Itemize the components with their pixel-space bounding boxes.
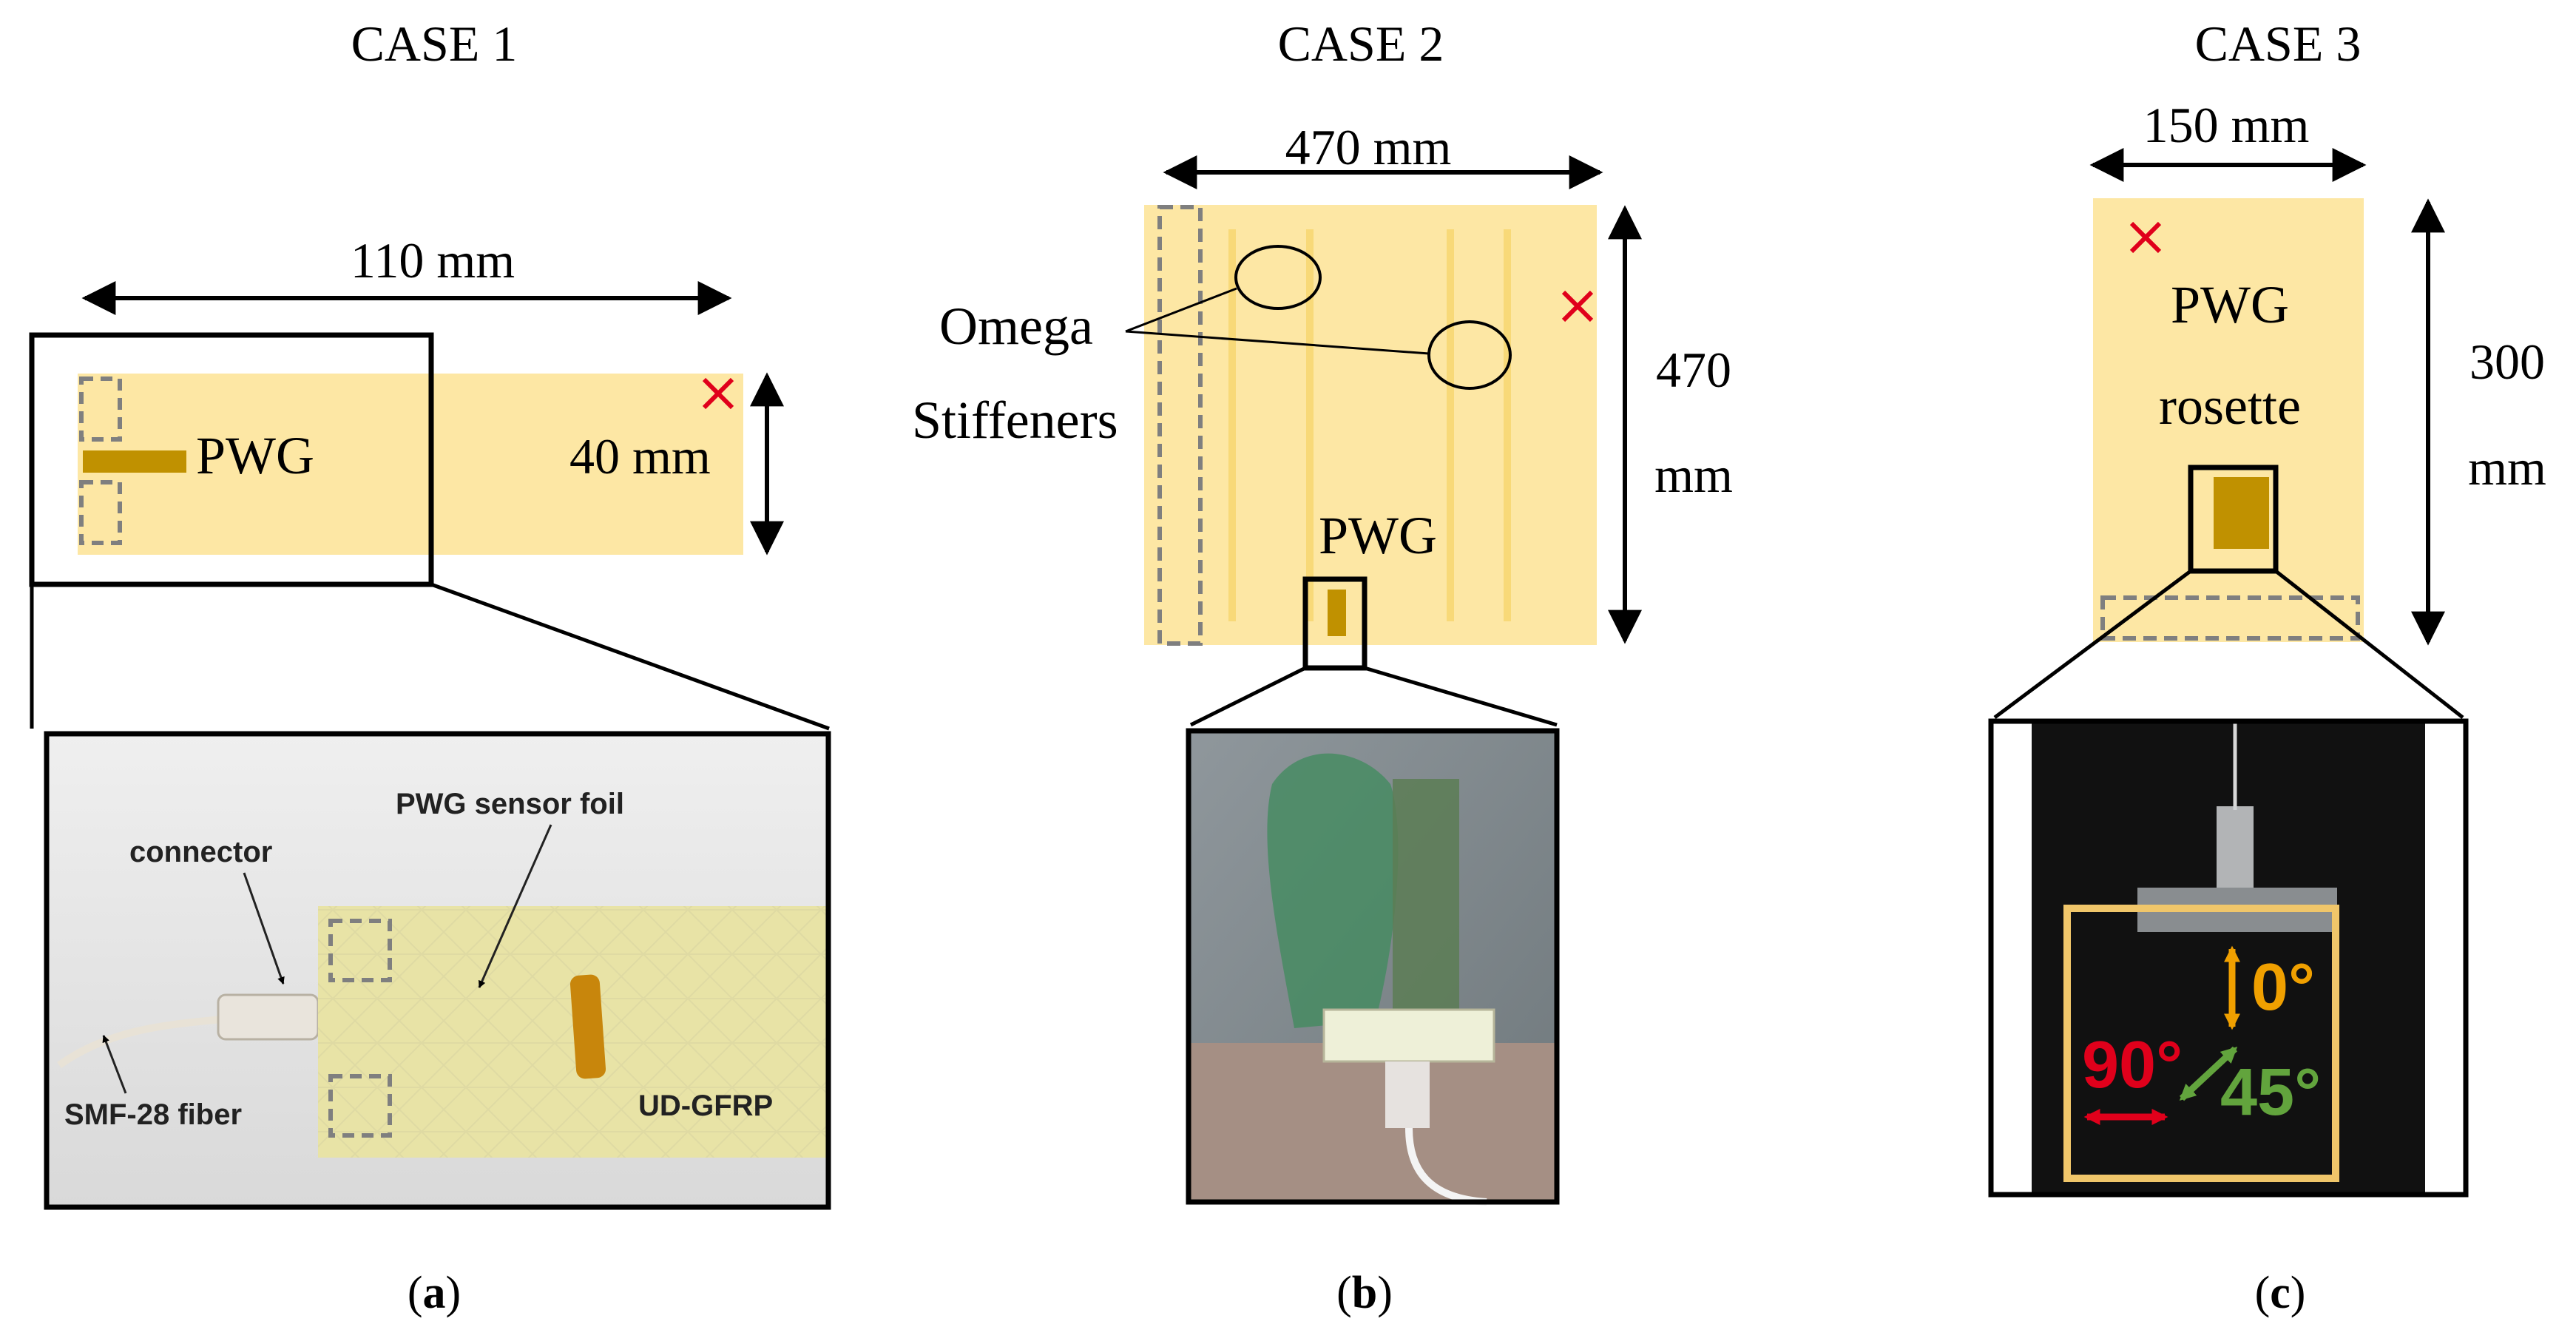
case1-photo-frame xyxy=(44,731,831,1210)
case3-arrow-45deg xyxy=(2179,1046,2238,1101)
case2-stiffener-1 xyxy=(1228,229,1236,621)
case1-connector-label: connector xyxy=(129,836,272,868)
case1-caption: (a) xyxy=(408,1268,461,1318)
case2-height-value: 470 xyxy=(1656,342,1731,398)
case1-photo-clamp-top xyxy=(328,919,392,982)
case2-photo-connector xyxy=(1322,1008,1495,1063)
case1-title: CASE 1 xyxy=(351,16,518,72)
case3-laminate xyxy=(2093,198,2364,642)
case2-photo-plug xyxy=(1385,1061,1430,1128)
case2-zoom-line-right xyxy=(1364,666,1558,727)
case3-clamp xyxy=(2100,595,2360,641)
case2-photo-board xyxy=(1189,1043,1557,1202)
case2-zoom-line-left xyxy=(1189,666,1307,727)
case2-title: CASE 2 xyxy=(1278,16,1444,72)
case2-stiffeners-label: Stiffeners xyxy=(912,391,1118,450)
case2-omega-ellipse-2 xyxy=(1427,320,1512,390)
case2-photo-green-paint xyxy=(1267,753,1399,1028)
case2-width-label: 470 mm xyxy=(1285,119,1452,175)
case2-stiffener-2 xyxy=(1306,229,1314,621)
case1-width-label: 110 mm xyxy=(351,232,515,288)
case2-stiffener-3 xyxy=(1447,229,1454,621)
case3-caption: (c) xyxy=(2255,1268,2306,1318)
case2-photo-sensor-strip xyxy=(1393,779,1459,1030)
case3-height-value: 300 xyxy=(2469,334,2545,390)
case3-height-unit: mm xyxy=(2468,439,2546,496)
case1-photo-connector xyxy=(217,993,320,1041)
case3-cross-icon xyxy=(2129,221,2162,254)
case2-photo-frame xyxy=(1186,728,1560,1205)
case1-zoom-line-right xyxy=(430,582,830,731)
case3-photo-frame xyxy=(1988,718,2469,1198)
case1-height-label: 40 mm xyxy=(569,428,711,484)
case1-photo: connector PWG sensor foil SMF-28 fiber U… xyxy=(47,734,828,1207)
case2-caption: (b) xyxy=(1336,1268,1393,1318)
case3-pwg-label: PWG xyxy=(2171,275,2289,334)
case1-fiber-label: SMF-28 fiber xyxy=(64,1098,242,1131)
case1-cross-icon xyxy=(702,377,734,410)
case3-pwg-box xyxy=(2188,465,2279,574)
case3-photo-connector xyxy=(2217,806,2254,888)
case2-omega-ellipse-1 xyxy=(1234,245,1322,310)
case3-pwg-sensor xyxy=(2214,477,2269,549)
case1-laminate xyxy=(78,374,743,555)
case2-omega-label: Omega xyxy=(939,297,1093,356)
case1-zoom-box xyxy=(29,332,434,587)
case2-pwg-label: PWG xyxy=(1319,506,1437,565)
case3-rosette-label: rosette xyxy=(2159,377,2301,436)
case2-panel: CASE 2 470 mm Omega Stiffeners 470 mm PW… xyxy=(912,16,1733,1318)
case3-zoom-line-right xyxy=(2274,570,2464,719)
case3-panel: CASE 3 150 mm PWG rosette 300 mm 0° 90° xyxy=(1988,16,2546,1318)
case3-zoom-line-left xyxy=(1993,569,2192,720)
case2-clamp xyxy=(1157,205,1203,646)
case3-angle-45: 45° xyxy=(2220,1056,2321,1130)
case1-photo-clamp-bottom xyxy=(328,1074,392,1138)
case2-photo xyxy=(1189,731,1557,1206)
case3-angle-90: 90° xyxy=(2082,1028,2183,1102)
case1-clamp-top xyxy=(79,377,122,442)
case3-rosette-box xyxy=(2063,905,2339,1182)
case3-title: CASE 3 xyxy=(2195,16,2362,72)
case2-pwg-sensor xyxy=(1328,590,1346,636)
case3-photo: 0° 90° 45° xyxy=(1991,721,2466,1195)
case2-laminate xyxy=(1144,205,1597,645)
case1-panel: CASE 1 110 mm PWG 40 mm connector xyxy=(29,16,831,1318)
case1-clamp-bottom xyxy=(79,480,122,545)
case3-angle-0: 0° xyxy=(2251,950,2315,1024)
case1-material-label: UD-GFRP xyxy=(638,1090,773,1122)
case1-sensor-foil-label: PWG sensor foil xyxy=(396,788,624,820)
case1-pwg-sensor xyxy=(83,450,186,473)
case1-photo-fiber xyxy=(57,1016,223,1069)
case1-photo-sensor-foil xyxy=(569,974,606,1079)
case1-pwg-label: PWG xyxy=(196,426,314,485)
case2-pwg-box xyxy=(1302,576,1368,671)
case2-stiffener-4 xyxy=(1504,229,1511,621)
case3-width-label: 150 mm xyxy=(2143,97,2310,153)
case2-cross-icon xyxy=(1561,290,1594,323)
case2-height-unit: mm xyxy=(1654,447,1733,503)
